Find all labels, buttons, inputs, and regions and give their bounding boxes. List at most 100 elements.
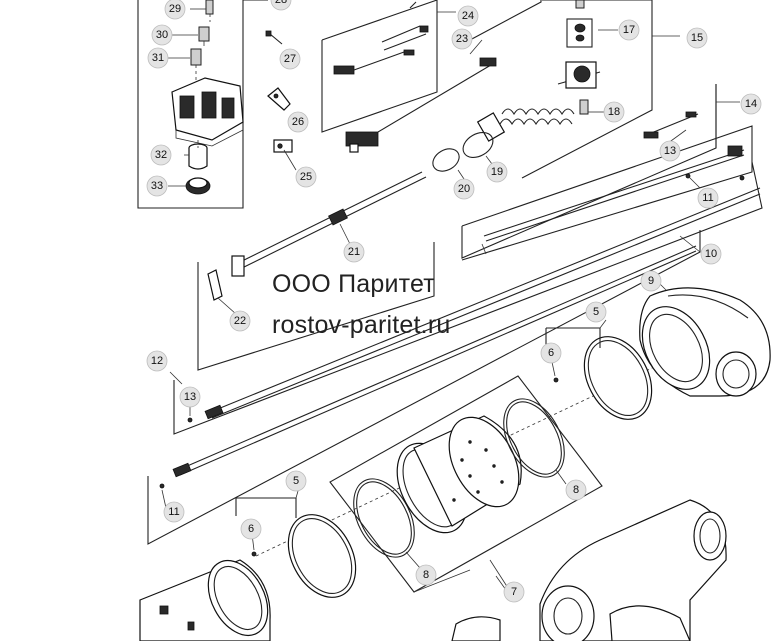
svg-text:11: 11	[168, 506, 179, 518]
svg-text:33: 33	[151, 180, 163, 192]
svg-text:8: 8	[423, 569, 429, 581]
svg-text:19: 19	[491, 166, 503, 178]
filter-cartridge-32	[188, 140, 208, 170]
wire-harness-23	[345, 57, 497, 153]
valve-housing	[171, 77, 244, 147]
group-box-28	[137, 0, 268, 209]
callout-15: 15	[686, 27, 708, 49]
callout-26: 26	[287, 111, 309, 133]
svg-text:21: 21	[348, 246, 360, 258]
watermark-url: rostov-paritet.ru	[272, 311, 451, 339]
bolt-6-lower	[251, 551, 257, 557]
pin-27	[265, 30, 283, 45]
callout-5-upper: 5	[585, 301, 607, 323]
callout-9: 9	[640, 270, 662, 292]
callout-24: 24	[457, 5, 479, 27]
bracket-22	[207, 269, 237, 315]
callout-17: 17	[618, 19, 640, 41]
svg-text:8: 8	[573, 484, 579, 496]
svg-text:15: 15	[691, 32, 703, 44]
svg-text:27: 27	[284, 53, 296, 65]
callout-18: 18	[603, 101, 625, 123]
group-box-10	[461, 125, 753, 261]
svg-text:28: 28	[275, 0, 287, 6]
push-rod-21	[231, 171, 427, 277]
actuator-spring	[476, 61, 601, 142]
callout-28: 28	[270, 0, 292, 11]
rod-assembly-14	[643, 111, 699, 139]
svg-text:5: 5	[593, 306, 599, 318]
svg-text:12: 12	[151, 355, 163, 367]
group-box-24	[321, 0, 456, 133]
callout-5-lower: 5	[285, 470, 307, 492]
rod-assembly-11	[159, 245, 697, 489]
callout-13-upper: 13	[659, 140, 681, 162]
group-box-21	[197, 242, 435, 371]
callout-25: 25	[295, 166, 317, 188]
callout-11-lower: 11	[163, 501, 185, 523]
sensor-29	[205, 0, 214, 22]
parts-17	[566, 0, 593, 48]
svg-text:7: 7	[511, 586, 517, 598]
callout-31: 31	[147, 47, 169, 69]
svg-text:23: 23	[456, 33, 468, 45]
callout-13-lower: 13	[179, 386, 201, 408]
svg-text:14: 14	[745, 98, 757, 110]
callout-27: 27	[279, 48, 301, 70]
svg-text:32: 32	[155, 149, 167, 161]
part-lower-center	[451, 616, 501, 641]
svg-text:24: 24	[462, 10, 474, 22]
svg-text:18: 18	[608, 106, 620, 118]
housing-lower-left	[139, 559, 271, 641]
callout-7: 7	[503, 581, 525, 603]
clip-26	[267, 87, 291, 111]
callout-11-upper: 11	[697, 187, 719, 209]
callout-22: 22	[229, 310, 251, 332]
o-ring-20	[432, 148, 460, 172]
bolt-6-upper	[553, 377, 559, 383]
callout-23: 23	[451, 28, 473, 50]
svg-text:25: 25	[300, 171, 312, 183]
group-box-14	[461, 84, 740, 259]
leader-lines	[161, 8, 701, 591]
nut-33	[185, 177, 211, 195]
svg-text:20: 20	[458, 183, 470, 195]
fitting-31	[190, 48, 202, 82]
rod-assembly-12	[187, 187, 761, 423]
filter-cylinder	[396, 415, 522, 534]
sensor-set-24	[333, 1, 429, 75]
housing-9	[639, 287, 771, 397]
svg-text:22: 22	[234, 315, 246, 327]
callout-21: 21	[343, 241, 365, 263]
callout-29: 29	[164, 0, 186, 20]
svg-text:6: 6	[548, 347, 554, 359]
callout-8-left: 8	[415, 564, 437, 586]
o-ring-19	[462, 132, 494, 158]
filter-8-right	[503, 398, 567, 485]
bracket-25	[273, 139, 297, 171]
svg-text:26: 26	[292, 116, 304, 128]
callout-8-right: 8	[565, 479, 587, 501]
fitting-30	[198, 26, 210, 46]
callout-6-lower: 6	[240, 518, 262, 540]
clamp-5-upper	[545, 319, 653, 420]
svg-text:13: 13	[664, 145, 676, 157]
callout-20: 20	[453, 178, 475, 200]
group-box-11	[147, 230, 701, 545]
callout-14: 14	[740, 93, 762, 115]
svg-text:13: 13	[184, 391, 196, 403]
svg-text:6: 6	[248, 523, 254, 535]
callout-30: 30	[151, 24, 173, 46]
watermark-company: ООО Паритет	[272, 270, 435, 298]
callout-10: 10	[700, 243, 722, 265]
callout-6-upper: 6	[540, 342, 562, 364]
clamp-5-lower	[235, 483, 357, 598]
svg-text:30: 30	[156, 29, 168, 41]
svg-text:31: 31	[152, 52, 164, 64]
svg-text:10: 10	[705, 248, 717, 260]
svg-text:5: 5	[293, 475, 299, 487]
svg-text:11: 11	[702, 192, 713, 204]
housing-lower-right	[539, 499, 727, 641]
svg-text:29: 29	[169, 3, 181, 15]
